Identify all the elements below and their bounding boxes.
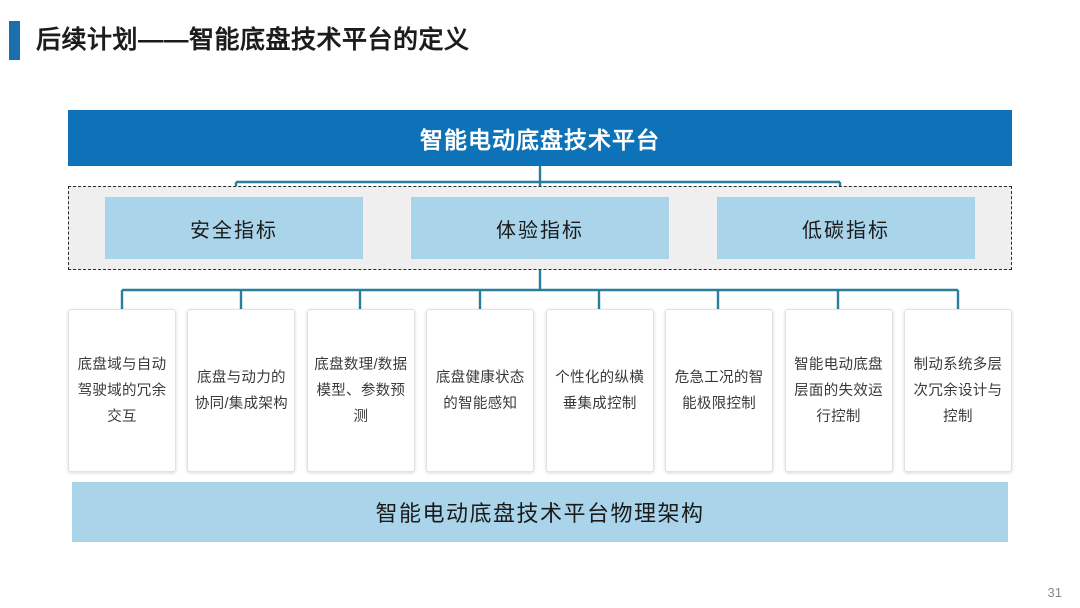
technology-card-label: 智能电动底盘层面的失效运行控制 (794, 356, 883, 425)
platform-header-bar: 智能电动底盘技术平台 (68, 110, 1012, 166)
technology-card-label: 底盘与动力的协同/集成架构 (194, 369, 288, 412)
technology-card-label: 个性化的纵横垂集成控制 (555, 369, 645, 412)
title-accent-bar (9, 21, 20, 60)
technology-card-label: 底盘域与自动驾驶域的冗余交互 (77, 356, 167, 425)
indicator-box-lowcarbon[interactable]: 低碳指标 (717, 197, 975, 259)
page-title: 后续计划——智能底盘技术平台的定义 (0, 18, 1080, 62)
page-title-text: 后续计划——智能底盘技术平台的定义 (36, 26, 470, 54)
physical-architecture-label: 智能电动底盘技术平台物理架构 (375, 501, 705, 526)
indicator-label: 安全指标 (190, 219, 278, 242)
page-number: 31 (1047, 585, 1062, 600)
technology-card[interactable]: 底盘与动力的协同/集成架构 (187, 309, 296, 472)
indicator-label: 低碳指标 (802, 219, 890, 242)
technology-card-label: 底盘数理/数据模型、参数预测 (314, 356, 408, 425)
indicator-box-experience[interactable]: 体验指标 (411, 197, 669, 259)
platform-header-label: 智能电动底盘技术平台 (420, 127, 660, 153)
technology-card-row: 底盘域与自动驾驶域的冗余交互 底盘与动力的协同/集成架构 底盘数理/数据模型、参… (68, 309, 1012, 472)
technology-card[interactable]: 个性化的纵横垂集成控制 (545, 309, 654, 472)
technology-card[interactable]: 危急工况的智能极限控制 (665, 309, 774, 472)
indicator-label: 体验指标 (496, 219, 584, 242)
technology-card-label: 危急工况的智能极限控制 (674, 369, 764, 412)
indicator-zone: 安全指标 体验指标 低碳指标 (68, 186, 1012, 270)
technology-card[interactable]: 底盘域与自动驾驶域的冗余交互 (68, 309, 176, 472)
technology-card[interactable]: 底盘健康状态的智能感知 (426, 309, 535, 472)
indicator-box-safety[interactable]: 安全指标 (105, 197, 363, 259)
technology-card[interactable]: 底盘数理/数据模型、参数预测 (306, 309, 415, 472)
technology-card-label: 底盘健康状态的智能感知 (435, 369, 525, 412)
technology-card-label: 制动系统多层次冗余设计与控制 (913, 356, 1003, 425)
physical-architecture-bar: 智能电动底盘技术平台物理架构 (72, 482, 1008, 542)
technology-card[interactable]: 智能电动底盘层面的失效运行控制 (784, 309, 893, 472)
technology-card[interactable]: 制动系统多层次冗余设计与控制 (903, 309, 1012, 472)
